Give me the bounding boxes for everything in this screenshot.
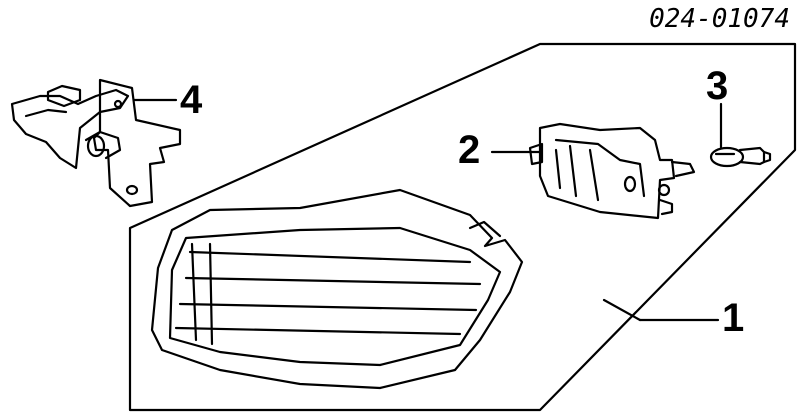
callout-4: 4 [180, 78, 203, 122]
leader-line-1-angle [602, 298, 642, 322]
part-number-label: 024-01074 [649, 4, 790, 34]
callout-1: 1 [722, 296, 745, 340]
assembly-frame [128, 42, 797, 412]
fog-lamp-housing [150, 188, 524, 390]
callout-2: 2 [458, 128, 481, 172]
bulb [709, 146, 772, 168]
callout-3: 3 [706, 64, 729, 108]
mounting-bracket [10, 78, 182, 208]
lamp-socket [528, 122, 696, 220]
